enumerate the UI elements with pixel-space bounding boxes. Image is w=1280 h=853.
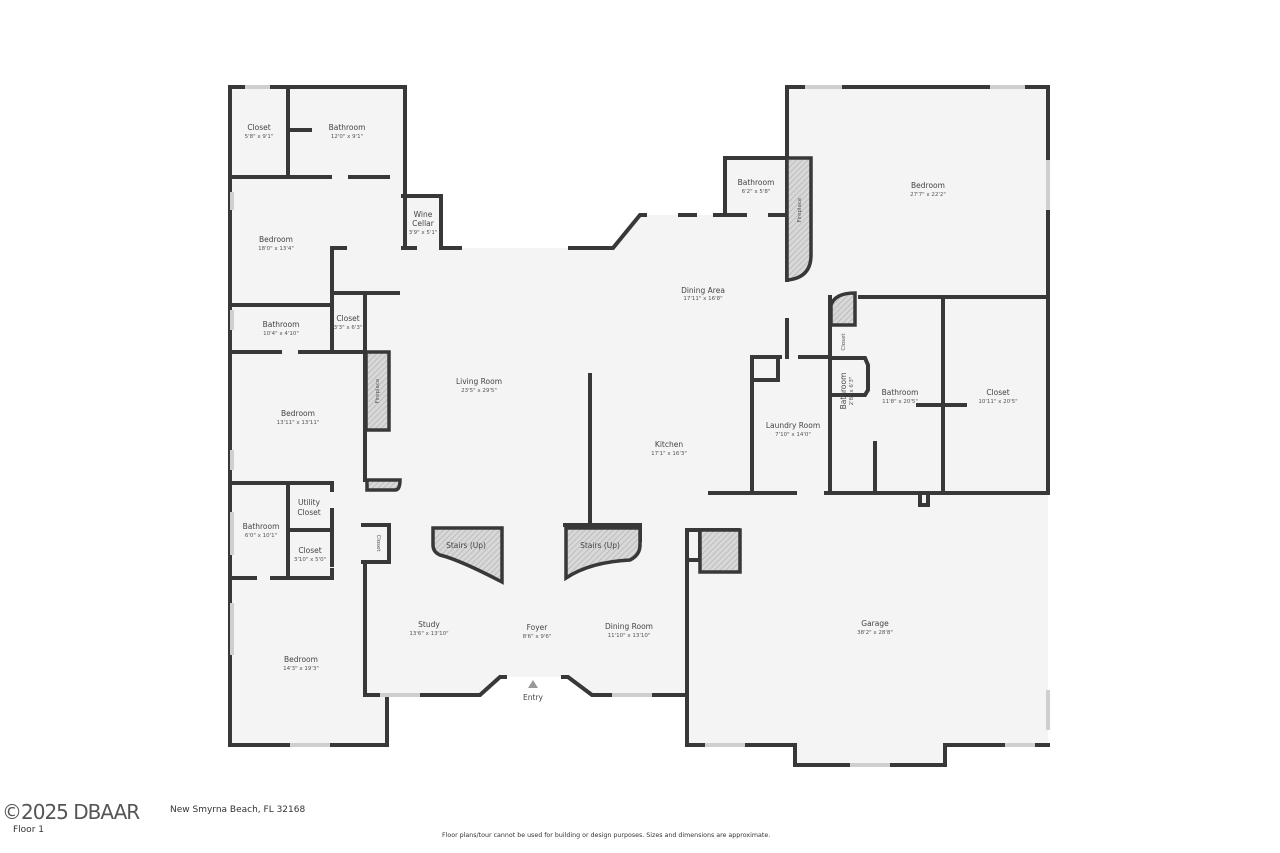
windows (230, 85, 1050, 767)
room-name: Garage (861, 619, 889, 628)
disclaimer: Floor plans/tour cannot be used for buil… (442, 832, 771, 839)
room-dims: 6'2" x 5'8" (742, 189, 771, 195)
room-name: Closet (297, 508, 320, 517)
room-name: Bedroom (281, 409, 315, 418)
closet-label: Closet (375, 534, 381, 552)
room-dims: 11'8" x 20'5" (882, 399, 918, 405)
room-dims: 10'4" x 4'10" (263, 331, 299, 337)
room-name: Bathroom (738, 178, 775, 187)
room-dims: 11'10" x 13'10" (608, 633, 651, 639)
entry-label: Entry (523, 693, 544, 702)
room-name: Bedroom (911, 181, 945, 190)
room-name: Closet (298, 546, 321, 555)
room-name: Bathroom (263, 320, 300, 329)
room-dims: 6'0" x 10'1" (245, 533, 277, 539)
floor-area (230, 87, 1048, 765)
hearth (365, 478, 402, 492)
room-dims: 38'2" x 28'8" (857, 630, 893, 636)
room-name: Bathroom (839, 373, 848, 410)
room-name: Closet (336, 314, 359, 323)
room-dims: 5'8" x 9'1" (245, 134, 274, 140)
room-dims: 17'11" x 16'8" (683, 296, 722, 302)
room-dims: 14'3" x 19'3" (283, 666, 319, 672)
room-name: Bathroom (882, 388, 919, 397)
fireplace-label: Fireplace (375, 378, 381, 403)
room-name: Study (418, 620, 440, 629)
room-dims: 12'0" x 9'1" (331, 134, 363, 140)
room-name: Dining Area (681, 286, 725, 295)
fixture-block (698, 528, 742, 574)
stairs-label: Stairs (Up) (446, 541, 486, 550)
room-name: Cellar (412, 219, 435, 228)
room-dims: 3'3" x 6'3" (334, 325, 363, 331)
entry-arrow-icon (528, 680, 538, 688)
room-name: Living Room (456, 377, 502, 386)
room-dims: 13'6" x 13'10" (409, 631, 448, 637)
room-dims: 27'7" x 22'2" (910, 192, 946, 198)
room-name: Laundry Room (766, 421, 820, 430)
room-dims: 7'10" x 14'0" (775, 432, 811, 438)
room-dims: 3'9" x 5'1" (409, 230, 438, 236)
floor-label: Floor 1 (13, 825, 44, 835)
room-name: Bedroom (259, 235, 293, 244)
room-name: Bathroom (243, 522, 280, 531)
room-labels: Closet 5'8" x 9'1" Bathroom 12'0" x 9'1" B… (243, 123, 1018, 702)
room-name: Kitchen (655, 440, 683, 449)
stairs (431, 526, 504, 585)
room-dims: 10'11" x 20'5" (978, 399, 1017, 405)
room-name: Dining Room (605, 622, 653, 631)
room-name: Bathroom (329, 123, 366, 132)
address: New Smyrna Beach, FL 32168 (170, 805, 306, 815)
room-name: Closet (247, 123, 270, 132)
room-dims: 2'8" x 6'3" (849, 377, 855, 406)
room-name: Foyer (527, 623, 549, 632)
room-dims: 3'10" x 5'0" (294, 557, 326, 563)
closet-label: Closet (841, 333, 847, 351)
room-dims: 17'1" x 16'3" (651, 451, 687, 457)
room-name: Bedroom (284, 655, 318, 664)
room-name: Utility (298, 498, 321, 507)
room-dims: 8'6" x 9'6" (523, 634, 552, 640)
watermark: ©2025 DBAAR (2, 800, 140, 824)
room-name: Wine (414, 210, 433, 219)
stairs (564, 526, 642, 582)
fixture-block (829, 291, 857, 327)
room-dims: 23'5" x 29'5" (461, 388, 497, 394)
room-name: Closet (986, 388, 1009, 397)
room-dims: 13'11" x 13'11" (277, 420, 320, 426)
fireplace (785, 156, 813, 282)
room-dims: 18'0" x 13'4" (258, 246, 294, 252)
fireplace (364, 350, 391, 432)
stairs-label: Stairs (Up) (580, 541, 620, 550)
fireplace-label: Fireplace (797, 197, 803, 222)
